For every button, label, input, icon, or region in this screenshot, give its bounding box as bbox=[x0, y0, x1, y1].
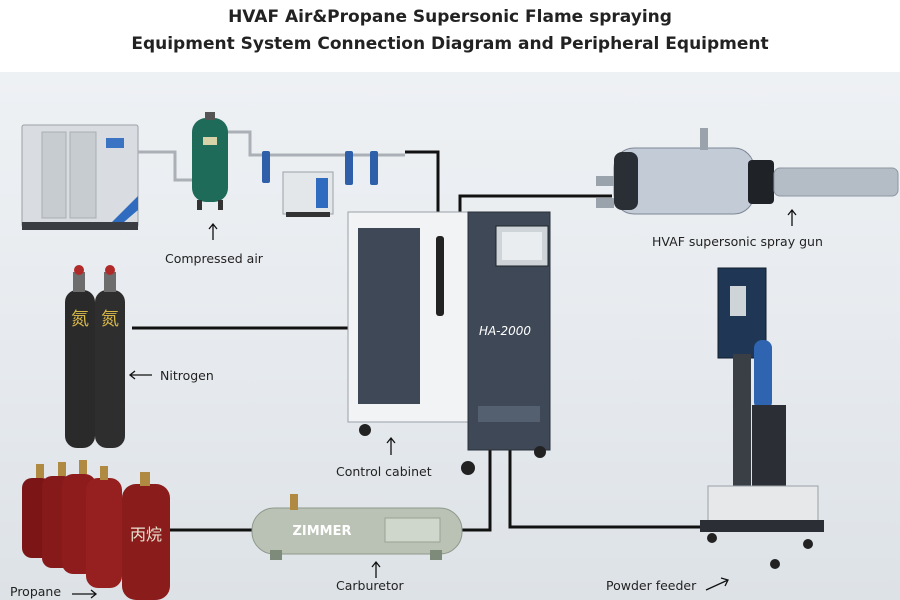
air-dryer bbox=[282, 171, 334, 217]
line-carburetor-to-cabinet bbox=[462, 450, 492, 532]
connection-lines bbox=[132, 150, 708, 532]
arrow-spray-gun bbox=[787, 208, 797, 226]
nitrogen-char-1: 氮 bbox=[71, 309, 89, 330]
propane-cylinders: 丙烷 bbox=[22, 460, 170, 600]
spray-gun-unit bbox=[596, 128, 899, 215]
title-line-2: Equipment System Connection Diagram and … bbox=[131, 34, 769, 54]
label-compressed-air: Compressed air bbox=[165, 251, 263, 266]
arrow-control-cabinet bbox=[386, 436, 396, 455]
cabinet-model: HA-2000 bbox=[479, 324, 531, 338]
label-propane: Propane bbox=[10, 584, 62, 599]
label-carburetor: Carburetor bbox=[336, 578, 404, 593]
carburetor-unit: ZIMMER bbox=[251, 494, 463, 560]
control-cabinet-unit: HA-2000 bbox=[347, 211, 551, 475]
propane-char: 丙烷 bbox=[130, 525, 162, 544]
label-nitrogen: Nitrogen bbox=[160, 368, 214, 383]
label-powder-feeder: Powder feeder bbox=[606, 578, 697, 593]
pointer-arrows bbox=[72, 208, 797, 599]
title-line-1: HVAF Air&Propane Supersonic Flame sprayi… bbox=[228, 7, 672, 27]
air-receiver-tank bbox=[192, 112, 228, 210]
carburetor-brand: ZIMMER bbox=[292, 524, 351, 539]
page-title: HVAF Air&Propane Supersonic Flame sprayi… bbox=[0, 4, 900, 58]
air-filters bbox=[262, 151, 378, 185]
powder-feeder-unit bbox=[700, 267, 824, 569]
arrow-propane bbox=[72, 589, 98, 599]
line-air-to-cabinet bbox=[405, 150, 440, 212]
arrow-powder-feeder bbox=[705, 577, 729, 591]
line-cabinet-to-powder-feeder bbox=[508, 450, 708, 529]
nitrogen-char-2: 氮 bbox=[101, 309, 119, 330]
arrow-carburetor bbox=[371, 560, 381, 578]
nitrogen-cylinders: 氮 氮 bbox=[65, 265, 125, 448]
label-control-cabinet: Control cabinet bbox=[336, 464, 432, 479]
label-spray-gun: HVAF supersonic spray gun bbox=[652, 234, 823, 249]
air-compressor bbox=[21, 124, 139, 230]
arrow-compressed-air bbox=[208, 222, 218, 240]
arrow-nitrogen bbox=[128, 370, 152, 380]
line-cabinet-to-gun bbox=[458, 194, 612, 212]
